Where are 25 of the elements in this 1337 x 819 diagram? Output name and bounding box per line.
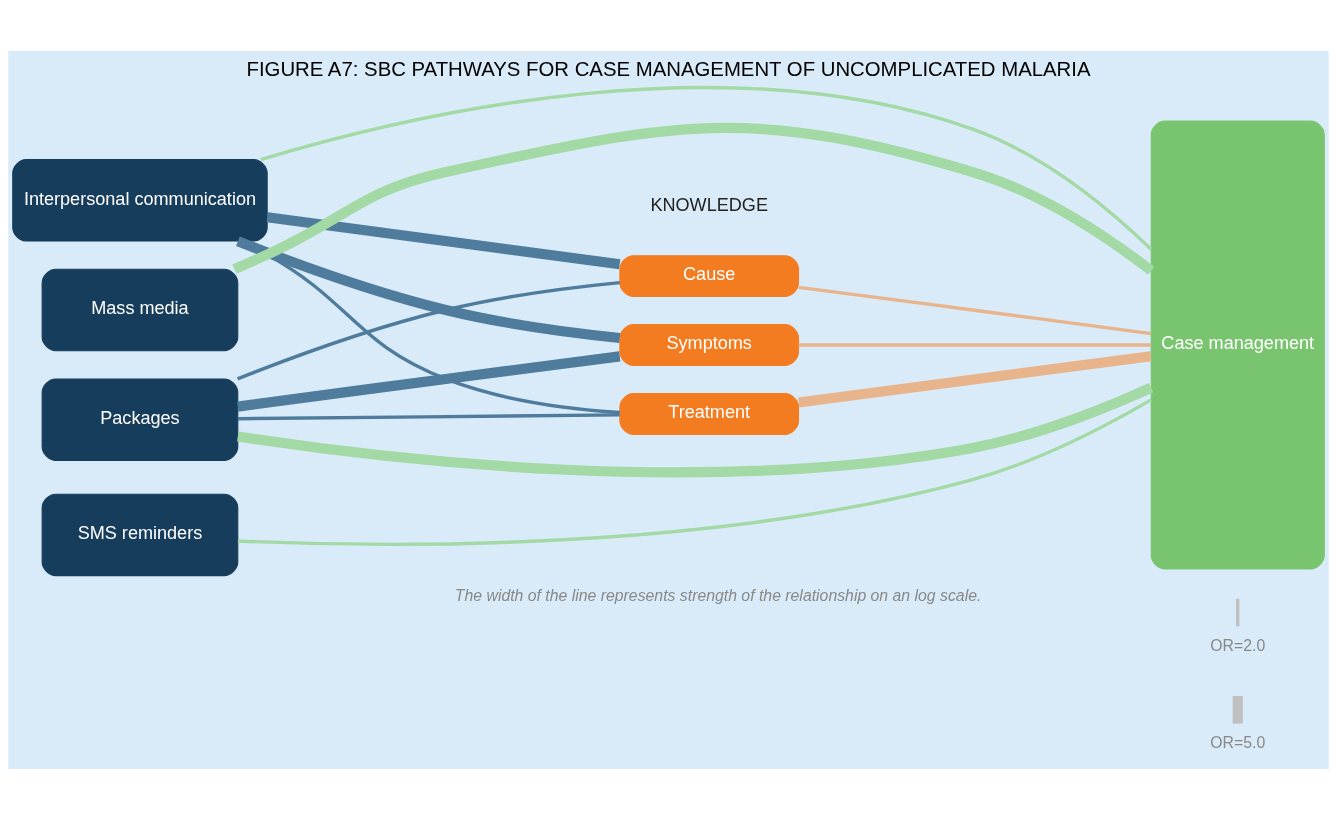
connector [237,412,620,420]
node-box: Symptoms [619,323,800,366]
connector [236,235,621,343]
node-box: Case management [1150,120,1325,569]
legend-label: OR=2.0 [1210,636,1266,654]
connector [232,122,1155,275]
connector [266,211,621,269]
node-box: SMS reminders [41,493,239,576]
node-box: Packages [41,377,239,461]
connector [237,397,1152,546]
connector [798,285,1152,335]
node-box: Treatment [619,392,800,435]
connector [236,280,620,380]
connector [798,342,1151,347]
connector [237,350,621,412]
label: KNOWLEDGE [650,194,768,215]
connector [237,382,1154,477]
connector [260,85,1153,250]
legend-label: OR=5.0 [1210,733,1266,751]
node-box: Mass media [41,268,239,351]
node-box: Interpersonal communication [12,158,268,242]
diagram-title: FIGURE A7: SBC PATHWAYS FOR CASE MANAGEMENT OF UNCOMPLICATED MALARIA [246,57,1091,80]
caption: The width of the line represents strength of the relationship on an log scale. [454,586,982,604]
node-box: Cause [619,254,800,297]
connector [798,350,1152,407]
